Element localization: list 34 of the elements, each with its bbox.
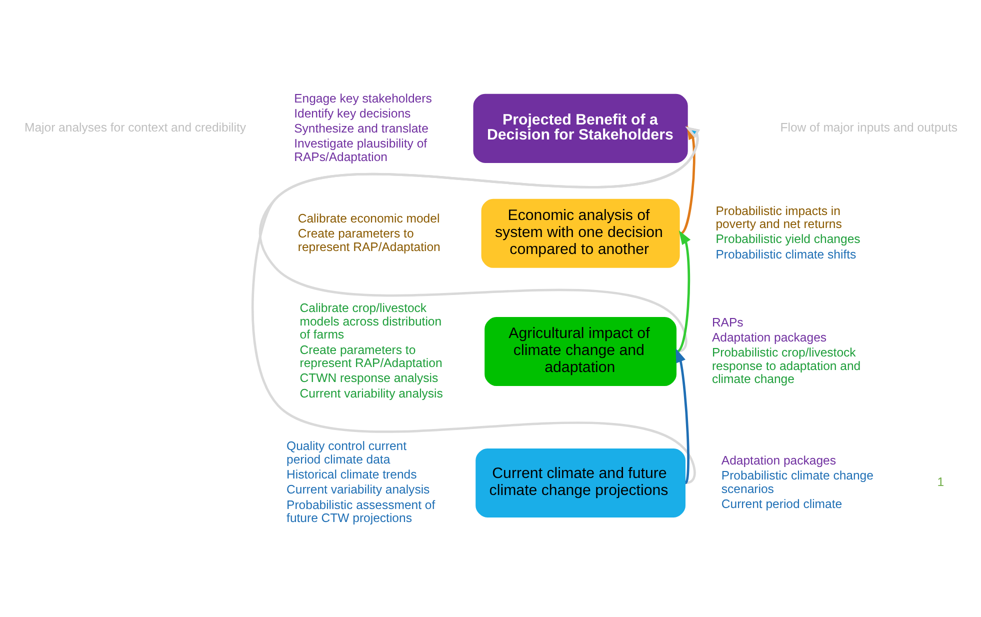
- label: Adaptation packages: [712, 330, 827, 344]
- arrow: [259, 126, 700, 352]
- node-box: Economic analysis of system with one decision compared to another: [481, 198, 680, 268]
- arrow: [676, 230, 691, 352]
- label: Flow of major inputs and outputs: [780, 120, 958, 134]
- label: Major analyses for context and credibility: [24, 120, 246, 134]
- label: Synthesize and translate: [294, 121, 428, 136]
- label: Probabilistic impacts in poverty and net returns: [716, 203, 842, 231]
- label: Current variability analysis: [286, 482, 430, 496]
- label: Identify key decisions: [294, 106, 411, 120]
- label: Adaptation packages: [721, 452, 836, 467]
- label: Calibrate crop/livestock models across distribution of farms: [300, 300, 442, 342]
- label: Probabilistic crop/livestock response to adaptation and climate change: [712, 345, 861, 386]
- label: Create parameters to represent RAP/Adaptation: [300, 342, 442, 370]
- arrow: [676, 348, 690, 484]
- label: CTWN response analysis: [300, 370, 438, 385]
- label: Current variability analysis: [300, 386, 443, 400]
- label: Current period climate: [721, 496, 842, 510]
- node-box: Projected Benefit of a Decision for Stakeholders: [473, 93, 688, 162]
- label: RAPs: [712, 314, 744, 329]
- arrow: [252, 126, 700, 484]
- label: Historical climate trends: [286, 467, 417, 482]
- label: Create parameters to represent RAP/Adaptation: [298, 226, 440, 254]
- label: Probabilistic climate change scenarios: [721, 468, 874, 496]
- label: Engage key stakeholders: [294, 90, 432, 105]
- node-box: Current climate and future climate change projections: [476, 448, 686, 517]
- label: Investigate plausibility of RAPs/Adaptation: [294, 136, 428, 164]
- label: Calibrate economic model: [298, 210, 440, 225]
- label: Quality control current period climate data: [286, 438, 407, 466]
- label: Probabilistic assessment of future CTW projections: [286, 497, 436, 525]
- label: Probabilistic climate shifts: [716, 246, 856, 261]
- label: 1: [937, 474, 944, 489]
- node-box: Agricultural impact of climate change and adaptation: [484, 316, 676, 386]
- label: Probabilistic yield changes: [716, 232, 860, 246]
